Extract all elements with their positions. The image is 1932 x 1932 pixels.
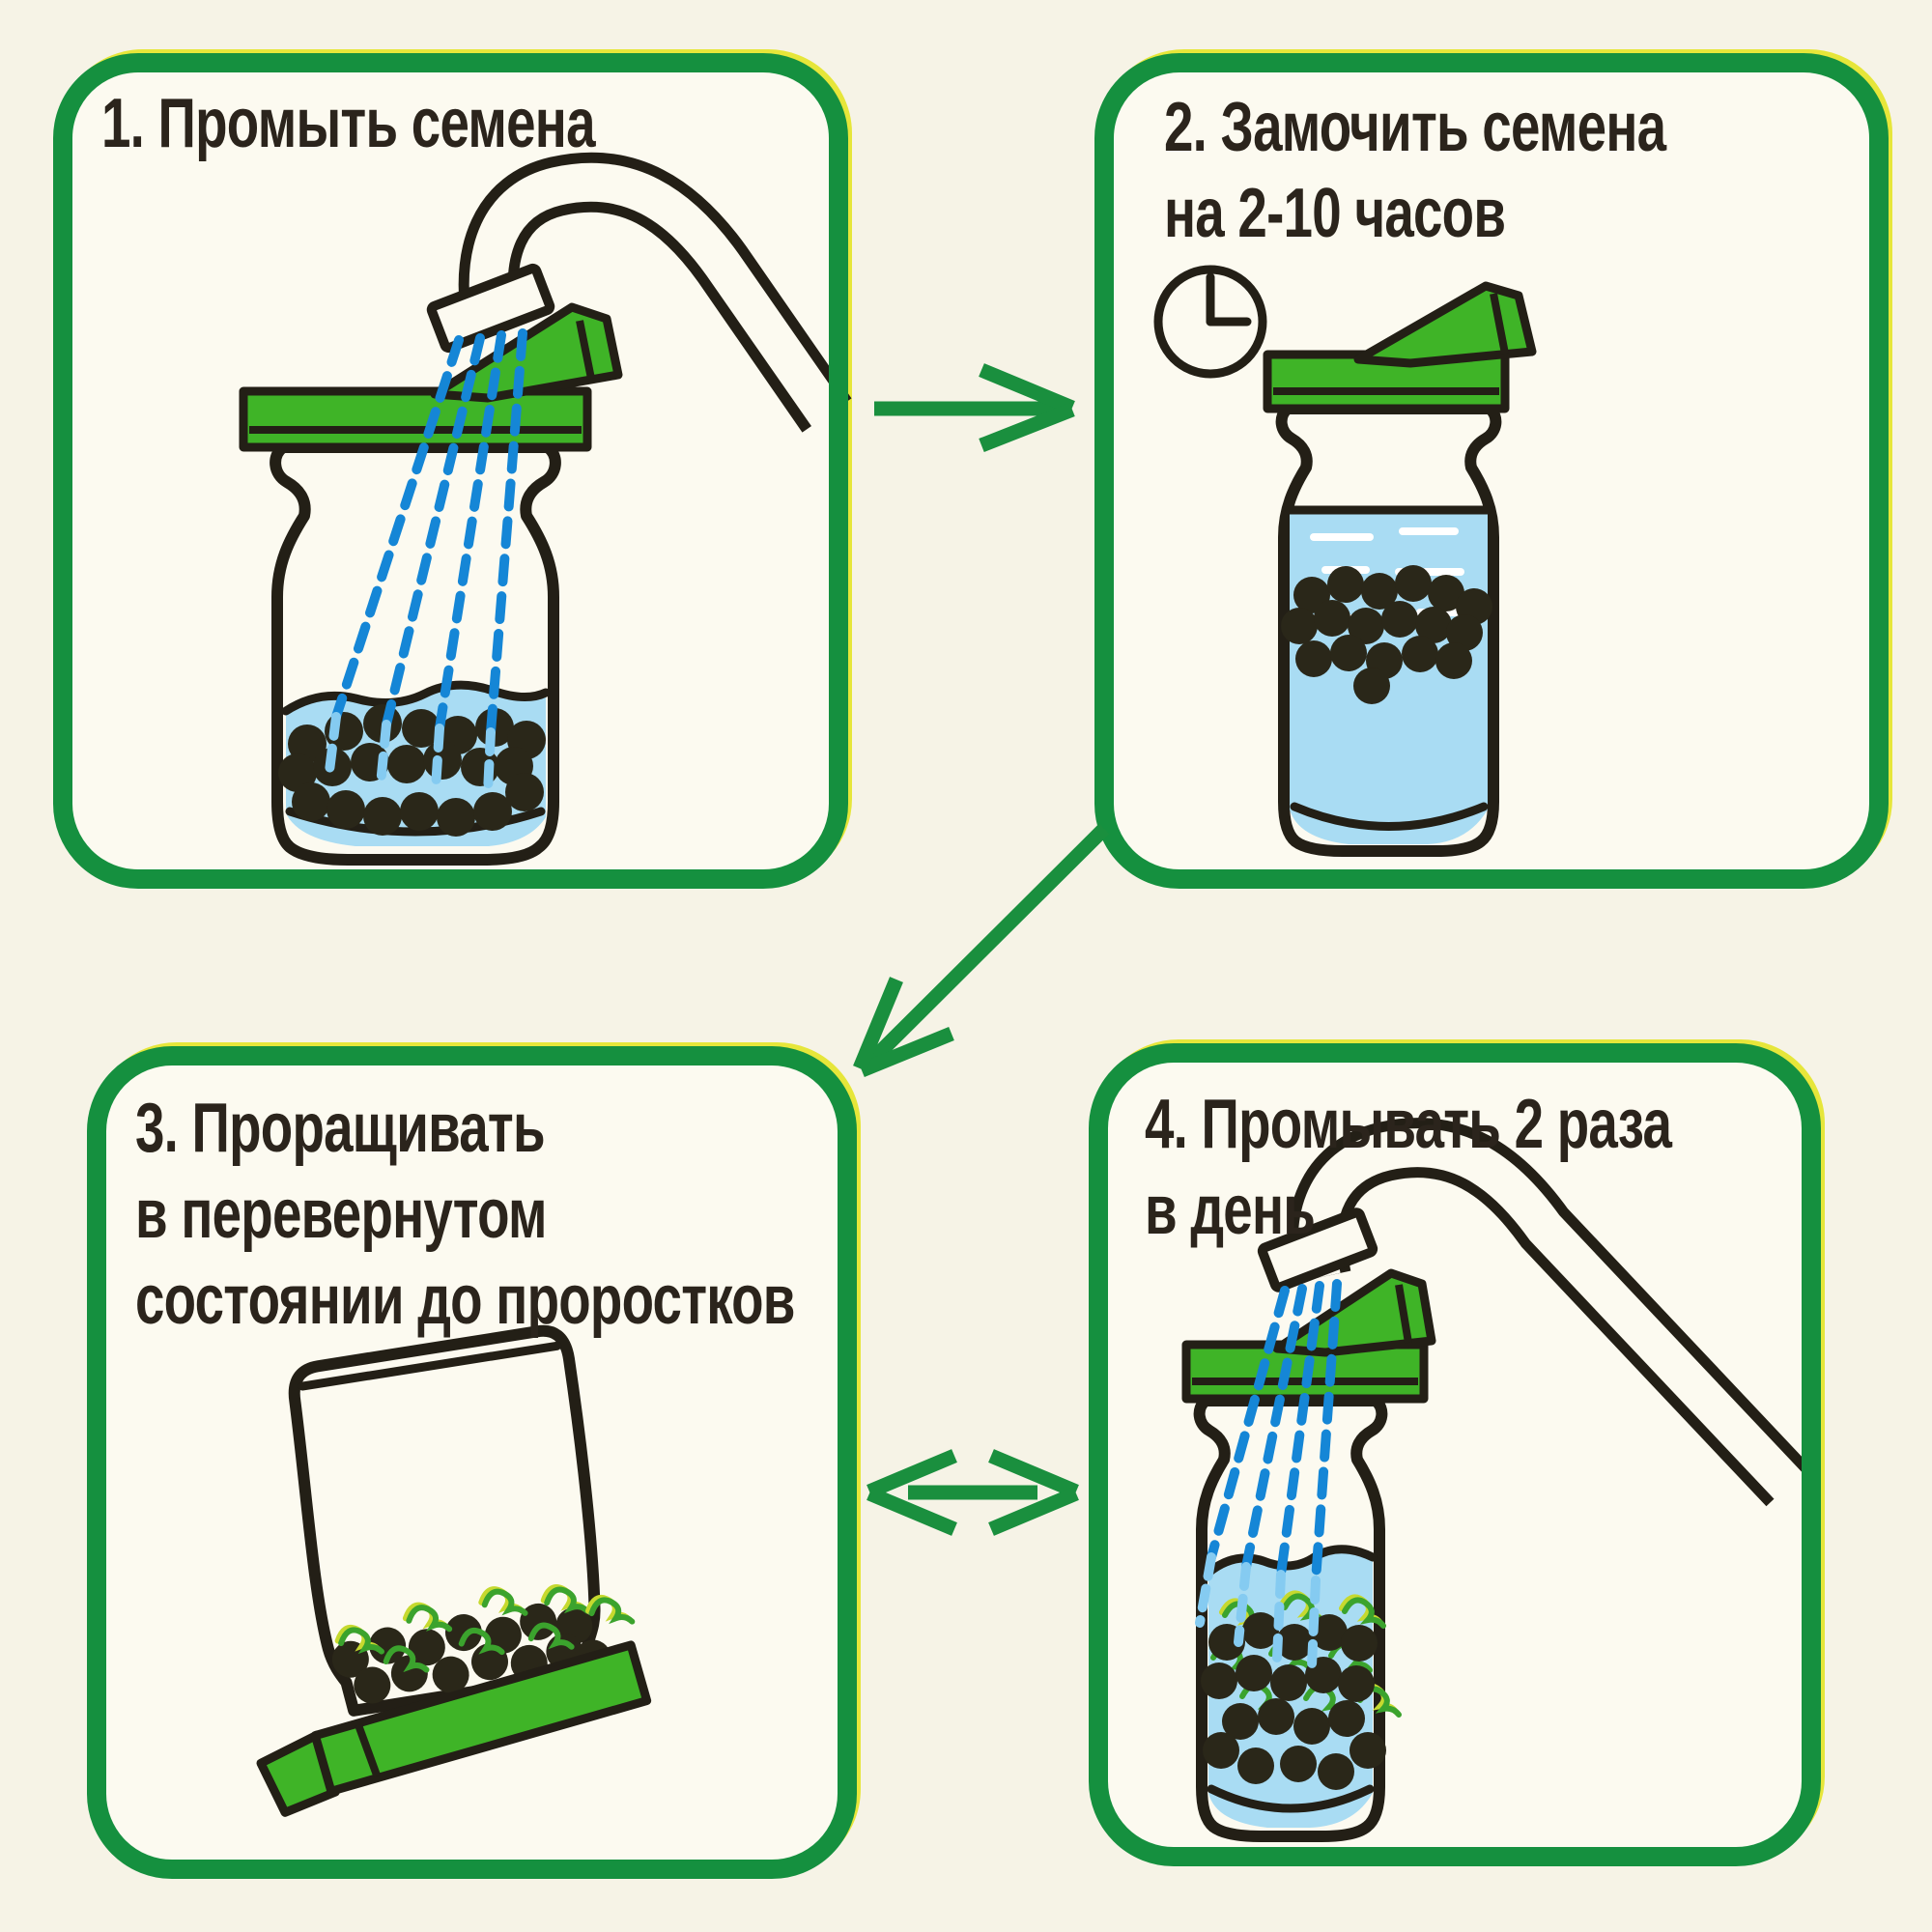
- seeds: [331, 1603, 611, 1704]
- step-4-title-line: 4. Промывать 2 раза: [1145, 1086, 1672, 1163]
- step-2-title-line: 2. Замочить семена: [1164, 89, 1666, 166]
- tap-icon: [1257, 1118, 1810, 1507]
- tap-icon: [426, 152, 852, 433]
- step-3-title-line: состоянии до проростков: [135, 1262, 795, 1339]
- panel-3-border: [87, 1046, 857, 1879]
- down-left-arrow-icon: [853, 823, 1110, 1077]
- jar-lid-plate: [1353, 281, 1537, 368]
- step-2-title-line: на 2-10 часов: [1164, 175, 1506, 252]
- panel-2-illustration: [1153, 265, 1537, 857]
- step-3-title-line: в перевернутом: [135, 1176, 547, 1253]
- water-streams: [324, 328, 527, 797]
- step-3-title: 3. Проращивать в перевернутом состоянии …: [135, 1086, 795, 1344]
- step-3-title-line: 3. Проращивать: [135, 1090, 546, 1167]
- jar-base-line: [298, 1341, 562, 1391]
- double-arrow-icon: [867, 1449, 1079, 1536]
- step-1-title: 1. Промыть семена: [101, 81, 596, 167]
- panel-1-illustration: [239, 152, 852, 866]
- jar-with-soaking-seeds: [1263, 281, 1537, 857]
- panel-3-illustration: [256, 1324, 652, 1817]
- step-4-title: 4. Промывать 2 раза в день: [1145, 1082, 1672, 1254]
- step-1-title-line: 1. Промыть семена: [101, 85, 596, 162]
- jar-base-line: [1290, 802, 1489, 831]
- seeds: [1201, 1612, 1386, 1790]
- jar-lid-plate: [430, 302, 623, 403]
- jar-lid-band: [239, 386, 592, 452]
- right-arrow-icon: [874, 363, 1075, 452]
- seeds: [278, 704, 546, 837]
- panel-1-border: [53, 53, 848, 889]
- jar-with-seeds: [239, 302, 623, 866]
- step-2-title: 2. Замочить семена на 2-10 часов: [1164, 85, 1666, 257]
- inverted-jar-with-sprouts: [256, 1324, 652, 1817]
- jar-lid-band: [256, 1640, 652, 1817]
- step-4-title-line: в день: [1145, 1172, 1316, 1249]
- panel-4-illustration: [1181, 1118, 1810, 1842]
- seeds: [1281, 565, 1492, 704]
- jar-with-sprouted-seeds: [1181, 1268, 1436, 1842]
- clock-icon: [1153, 265, 1267, 379]
- panel-4-border: [1089, 1043, 1821, 1866]
- tap-aerator: [1257, 1208, 1378, 1293]
- water-streams: [1195, 1279, 1342, 1670]
- panel-2-border: [1094, 53, 1889, 889]
- water-surface: [1204, 1545, 1378, 1577]
- tap-aerator: [426, 263, 555, 354]
- jar-base-line: [1207, 1784, 1375, 1813]
- panel-borders: [53, 53, 1889, 1879]
- water-surface: [281, 680, 551, 716]
